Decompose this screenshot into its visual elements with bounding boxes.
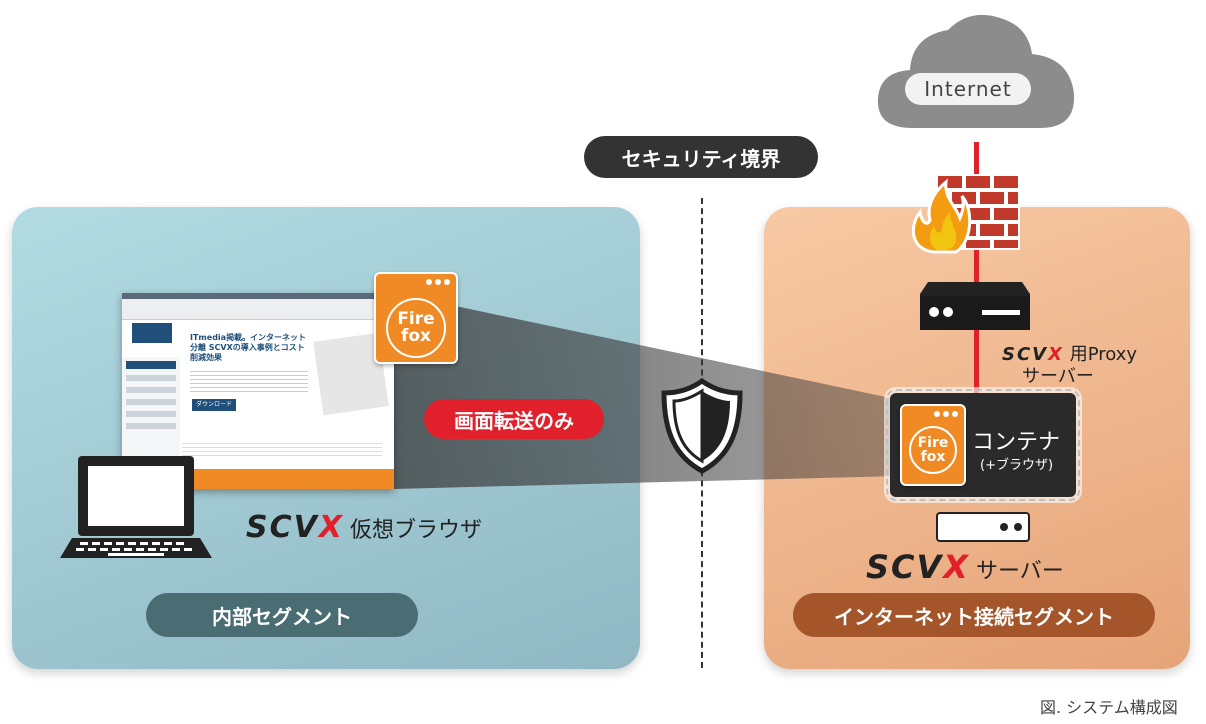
internet-connection-line [974, 142, 979, 412]
beam-shape [394, 293, 900, 489]
firefox-text-2: fox [400, 326, 432, 346]
proxy-server-label: SCVX 用Proxy サーバー [1002, 344, 1137, 388]
firefox-icon-client: Fire fox [374, 272, 458, 364]
shield-icon [661, 377, 743, 474]
proxy-server-icon [920, 282, 1030, 330]
proxy-suffix: 用Proxy [1069, 344, 1138, 365]
server-icon [936, 512, 1030, 542]
figure-caption: 図. システム構成図 [1040, 698, 1178, 717]
screenshot-headline: ITmedia掲載。インターネット分離 SCVXの導入事例とコスト削減効果 [190, 333, 307, 362]
firewall-icon [911, 174, 1020, 254]
security-boundary-label: セキュリティ境界 [584, 136, 818, 178]
firefox-text-2: fox [920, 449, 946, 465]
screenshot-button: ダウンロード [192, 399, 236, 411]
container-sub-label: (+ブラウザ) [980, 458, 1054, 473]
internet-segment-label: インターネット接続セグメント [793, 593, 1155, 637]
cloud-icon [877, 14, 1075, 128]
firefox-text-1: Fire [917, 435, 949, 451]
screen-transfer-label: 画面転送のみ [424, 399, 604, 439]
proxy-line2: サーバー [1022, 366, 1094, 387]
laptop-icon [60, 456, 212, 558]
firefox-text-1: Fire [397, 309, 435, 329]
container-label: コンテナ [972, 430, 1061, 455]
firefox-icon-container: Fire fox [900, 404, 966, 486]
internal-segment-label: 内部セグメント [146, 593, 418, 637]
proxy-brand: SCVX [1002, 344, 1064, 365]
internet-label: Internet [905, 73, 1031, 105]
